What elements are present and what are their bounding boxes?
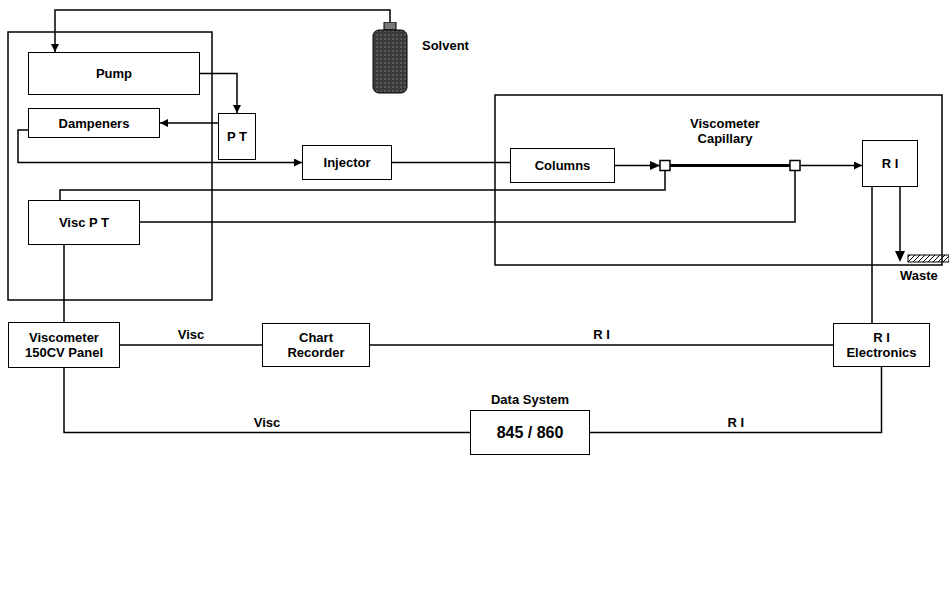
panel-box: Viscometer 150CV Panel (8, 322, 120, 368)
pressure-line (140, 171, 795, 222)
connector (590, 367, 882, 433)
capillary-fitting (660, 161, 670, 171)
solvent-bottle: Solvent (372, 22, 408, 94)
connector (392, 162, 510, 164)
viscometer-capillary (670, 164, 790, 167)
box-label: R I (882, 156, 899, 171)
detector-box: R I (862, 140, 918, 187)
process-box: Pump (28, 52, 200, 95)
connector (200, 74, 237, 114)
box-label: Dampeners (59, 116, 130, 131)
capillary-fitting (790, 161, 800, 171)
pump-housing (8, 32, 212, 300)
waste-drain (908, 255, 949, 262)
bottle-outline (372, 22, 408, 94)
signal-name: Visc (176, 327, 207, 342)
connector (120, 344, 262, 346)
part-name: Waste (900, 268, 938, 283)
box-label: Visc P T (59, 215, 109, 230)
connector (871, 187, 873, 323)
box-label: P T (227, 129, 247, 144)
box-label: Chart Recorder (280, 330, 352, 360)
signal-name: R I (725, 415, 746, 430)
part-name: Viscometer Capillary (680, 116, 770, 146)
box-label: Columns (535, 158, 591, 173)
process-box: Columns (510, 148, 615, 183)
box-label: Pump (96, 66, 132, 81)
connector (63, 245, 65, 322)
arrow-head (650, 161, 660, 170)
box-label: Viscometer 150CV Panel (14, 330, 114, 360)
signal-name: Visc (252, 415, 283, 430)
column-oven (495, 95, 942, 265)
data-system-box: Data System845 / 860 (470, 410, 590, 455)
process-box: Visc P T (28, 200, 140, 245)
heading-label: Data System (491, 392, 569, 407)
part-name: Solvent (422, 38, 469, 53)
connector (55, 10, 390, 52)
box-label: R I Electronics (840, 330, 924, 360)
arrow-head (895, 251, 905, 262)
connector (370, 344, 833, 346)
process-box: Injector (302, 145, 392, 180)
connector (64, 368, 470, 433)
process-box: Chart Recorder (262, 323, 370, 367)
process-box: P T (218, 113, 256, 160)
process-box: Dampeners (28, 108, 160, 138)
waste-line (899, 187, 901, 252)
connector (160, 122, 218, 124)
box-label: 845 / 860 (497, 423, 564, 442)
box-label: Injector (324, 155, 371, 170)
signal-name: R I (591, 327, 612, 342)
process-box: R I Electronics (833, 323, 930, 367)
